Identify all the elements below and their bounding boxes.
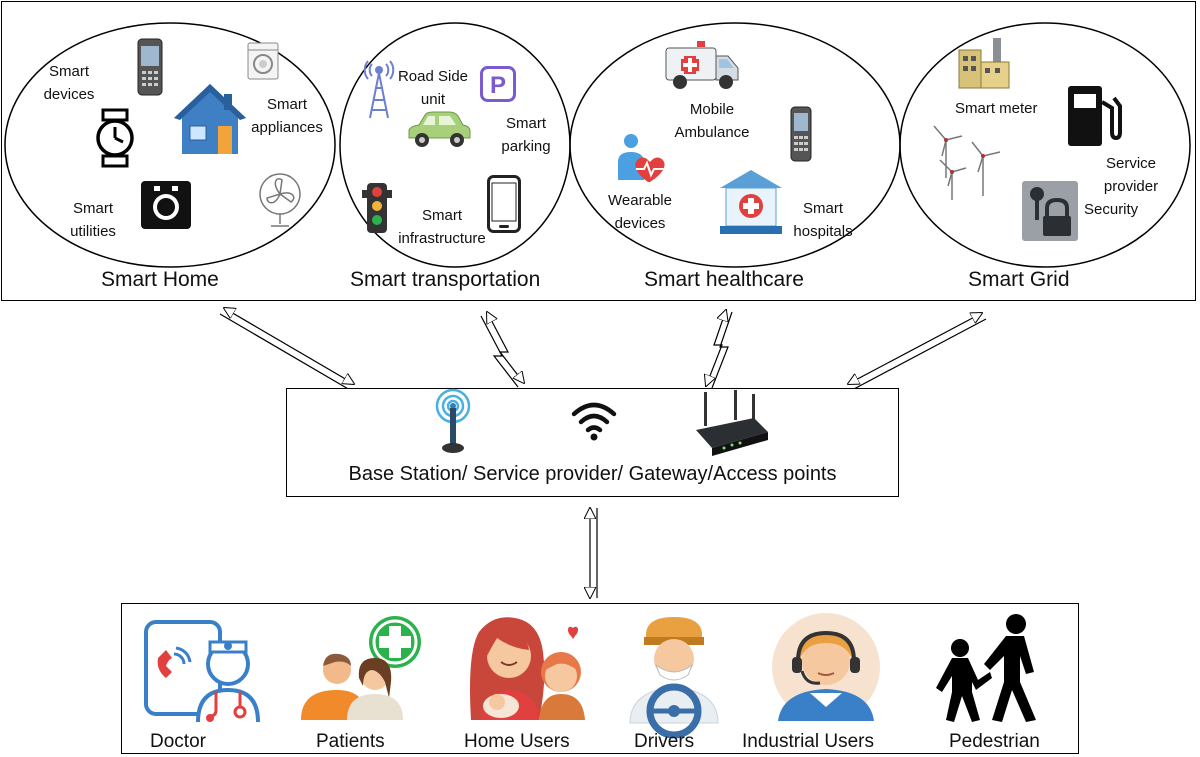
handheld-device-icon (790, 106, 812, 162)
smart-transportation-caption: Smart transportation (350, 268, 541, 291)
doctor-icon (144, 620, 260, 723)
security-label: Security (1084, 201, 1139, 218)
road-side-unit-label: Road Side unit (397, 68, 469, 109)
user-label-patients: Patients (316, 731, 385, 752)
car-icon (408, 111, 471, 147)
smart-appliances-label: Smart appliances (251, 96, 323, 137)
driver-icon (629, 617, 719, 739)
washing-machine-icon (247, 42, 279, 80)
smart-grid-ellipse (899, 22, 1191, 268)
industrial-user-icon (772, 613, 880, 721)
factory-icon (958, 38, 1010, 89)
smartwatch-icon (96, 108, 134, 168)
antenna-icon (435, 388, 471, 453)
tower-icon (363, 60, 395, 119)
hospital-icon (720, 170, 782, 234)
domain-ellipses (4, 22, 1191, 268)
smart-parking-label: Smart parking (501, 115, 551, 156)
home-users-icon (470, 617, 585, 720)
smart-healthcare-caption: Smart healthcare (644, 268, 804, 291)
mobile-phone-icon (137, 38, 163, 96)
mobile-ambulance-label: Mobile Ambulance (674, 101, 750, 142)
smart-home-ellipse (4, 22, 336, 268)
router-icon (696, 390, 768, 456)
wifi-icon (571, 402, 617, 441)
smart-meter-label: Smart meter (955, 100, 1038, 117)
pedestrian-icon (936, 614, 1036, 722)
smart-home-caption: Smart Home (101, 268, 219, 291)
house-icon (174, 84, 246, 154)
user-label-home-users: Home Users (464, 731, 570, 752)
gateway-label: Base Station/ Service provider/ Gateway/… (348, 463, 837, 485)
wind-turbines-icon (933, 125, 1001, 200)
home-link-arrow (224, 308, 354, 384)
ambulance-icon (665, 41, 739, 89)
transportation-link-arrow (487, 312, 524, 383)
service-provider-label: Service provider (1103, 155, 1159, 196)
smart-utilities-label: Smart utilities (70, 200, 116, 241)
smart-grid-caption: Smart Grid (968, 268, 1070, 291)
svg-text:P: P (490, 72, 506, 99)
smart-devices-label: Smart devices (43, 63, 95, 104)
camera-icon (141, 181, 191, 229)
security-lock-icon (1022, 181, 1078, 241)
user-label-doctor: Doctor (150, 731, 206, 752)
domains-panel (1, 1, 1196, 301)
patients-icon (301, 616, 421, 720)
traffic-light-icon (362, 183, 392, 233)
wearable-devices-label: Wearable devices (608, 192, 672, 233)
smart-infrastructure-label: Smart infrastructure (398, 207, 486, 248)
smartphone-icon (487, 175, 521, 233)
fan-icon (259, 173, 301, 227)
grid-link-arrow (848, 313, 982, 384)
healthcare-link-arrow (706, 310, 726, 386)
user-label-pedestrian: Pedestrian (949, 731, 1040, 752)
smart-hospitals-label: Smart hospitals (793, 200, 853, 241)
user-label-industrial-users: Industrial Users (742, 731, 874, 752)
wearable-health-icon (618, 134, 665, 182)
user-label-drivers: Drivers (634, 731, 695, 752)
users-panel (121, 603, 1079, 754)
fuel-pump-icon (1068, 86, 1122, 146)
parking-icon: P (480, 66, 516, 102)
